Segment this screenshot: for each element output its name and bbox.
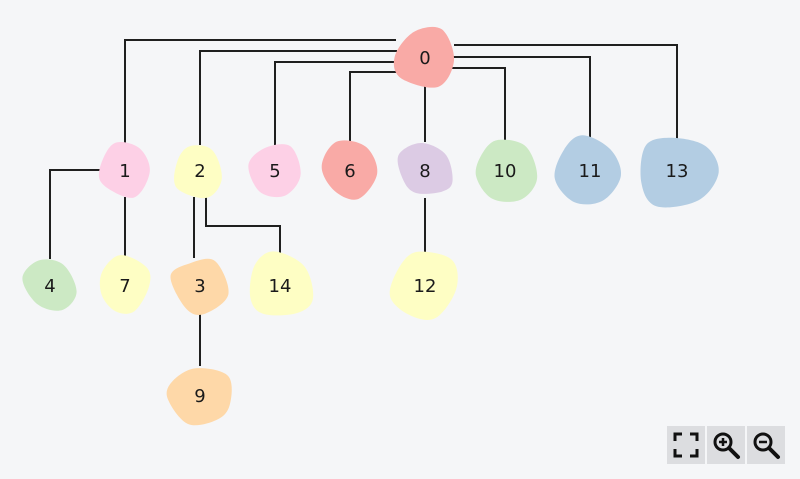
node-label: 5: [269, 161, 280, 182]
node-6[interactable]: 6: [321, 140, 378, 200]
node-shape: [249, 251, 314, 316]
zoom-out-button[interactable]: [747, 426, 785, 464]
edge-n0-n10: [452, 67, 506, 140]
node-label: 11: [579, 161, 602, 182]
node-shape: [99, 255, 151, 314]
node-7[interactable]: 7: [99, 255, 151, 314]
zoom-in-icon: [713, 432, 740, 459]
fullscreen-icon: [673, 432, 699, 458]
node-label: 12: [414, 276, 437, 297]
zoom-out-icon: [753, 432, 780, 459]
zoom-in-button[interactable]: [707, 426, 745, 464]
node-10[interactable]: 10: [475, 139, 538, 202]
edge-n1-n4: [49, 169, 100, 259]
node-3[interactable]: 3: [170, 258, 229, 315]
node-shape: [393, 26, 455, 88]
node-label: 4: [44, 276, 55, 297]
node-label: 9: [194, 386, 205, 407]
node-label: 14: [269, 276, 292, 297]
node-label: 8: [419, 161, 430, 182]
node-shape: [98, 142, 150, 198]
node-label: 7: [119, 276, 130, 297]
node-shape: [248, 144, 301, 198]
node-shape: [22, 259, 77, 311]
edges-layer: [49, 39, 678, 366]
node-11[interactable]: 11: [554, 135, 622, 205]
node-shape: [170, 258, 229, 315]
edge-n0-n11: [453, 56, 591, 141]
edge-n0-n1: [124, 39, 396, 145]
node-label: 1: [119, 161, 130, 182]
node-label: 3: [194, 276, 205, 297]
node-12[interactable]: 12: [389, 251, 458, 320]
node-9[interactable]: 9: [166, 368, 232, 426]
zoom-toolbar: [667, 426, 785, 464]
edge-n0-n13: [454, 44, 678, 142]
node-4[interactable]: 4: [22, 259, 77, 311]
node-shape: [389, 251, 458, 320]
node-shape: [166, 368, 232, 426]
node-8[interactable]: 8: [397, 142, 453, 194]
node-label: 6: [344, 161, 355, 182]
edge-n0-n2: [199, 50, 397, 145]
node-shape: [475, 139, 538, 202]
node-label: 0: [419, 48, 430, 69]
node-shape: [321, 140, 378, 200]
edge-n0-n5: [274, 61, 396, 145]
node-shape: [397, 142, 453, 194]
edge-n2-n14: [205, 197, 281, 255]
node-label: 2: [194, 161, 205, 182]
node-label: 10: [494, 161, 517, 182]
node-shape: [554, 135, 622, 205]
edge-n0-n6: [349, 71, 398, 143]
node-0[interactable]: 0: [393, 26, 455, 88]
node-14[interactable]: 14: [249, 251, 314, 316]
node-13[interactable]: 13: [640, 137, 719, 208]
node-2[interactable]: 2: [174, 145, 222, 199]
node-1[interactable]: 1: [98, 142, 150, 198]
node-shape: [640, 137, 719, 208]
fullscreen-button[interactable]: [667, 426, 705, 464]
node-5[interactable]: 5: [248, 144, 301, 198]
node-label: 13: [666, 161, 689, 182]
node-shape: [174, 145, 222, 199]
